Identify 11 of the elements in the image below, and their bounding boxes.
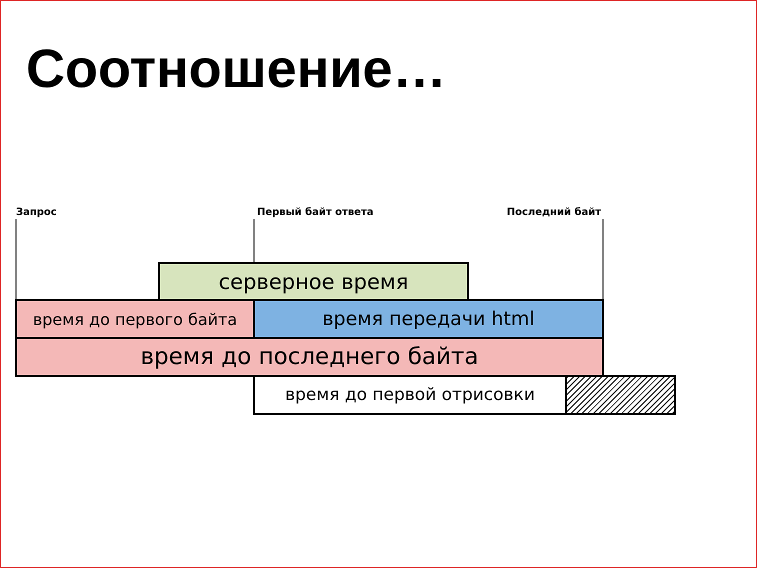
timeline-label: Запрос xyxy=(16,207,57,219)
hatched-bar xyxy=(565,375,676,415)
timing-bar: время до последнего байта xyxy=(15,337,604,377)
timing-bar: время передачи html xyxy=(253,299,604,339)
timing-bar: серверное время xyxy=(158,262,469,301)
timing-bar: время до первого байта xyxy=(15,299,255,339)
slide-title: Соотношение… xyxy=(26,38,447,100)
timeline-label: Первый байт ответа xyxy=(257,207,374,219)
timeline-label: Последний байт xyxy=(506,207,601,219)
timing-bar: время до первой отрисовки xyxy=(253,375,567,415)
timeline-marker-line xyxy=(602,218,604,300)
